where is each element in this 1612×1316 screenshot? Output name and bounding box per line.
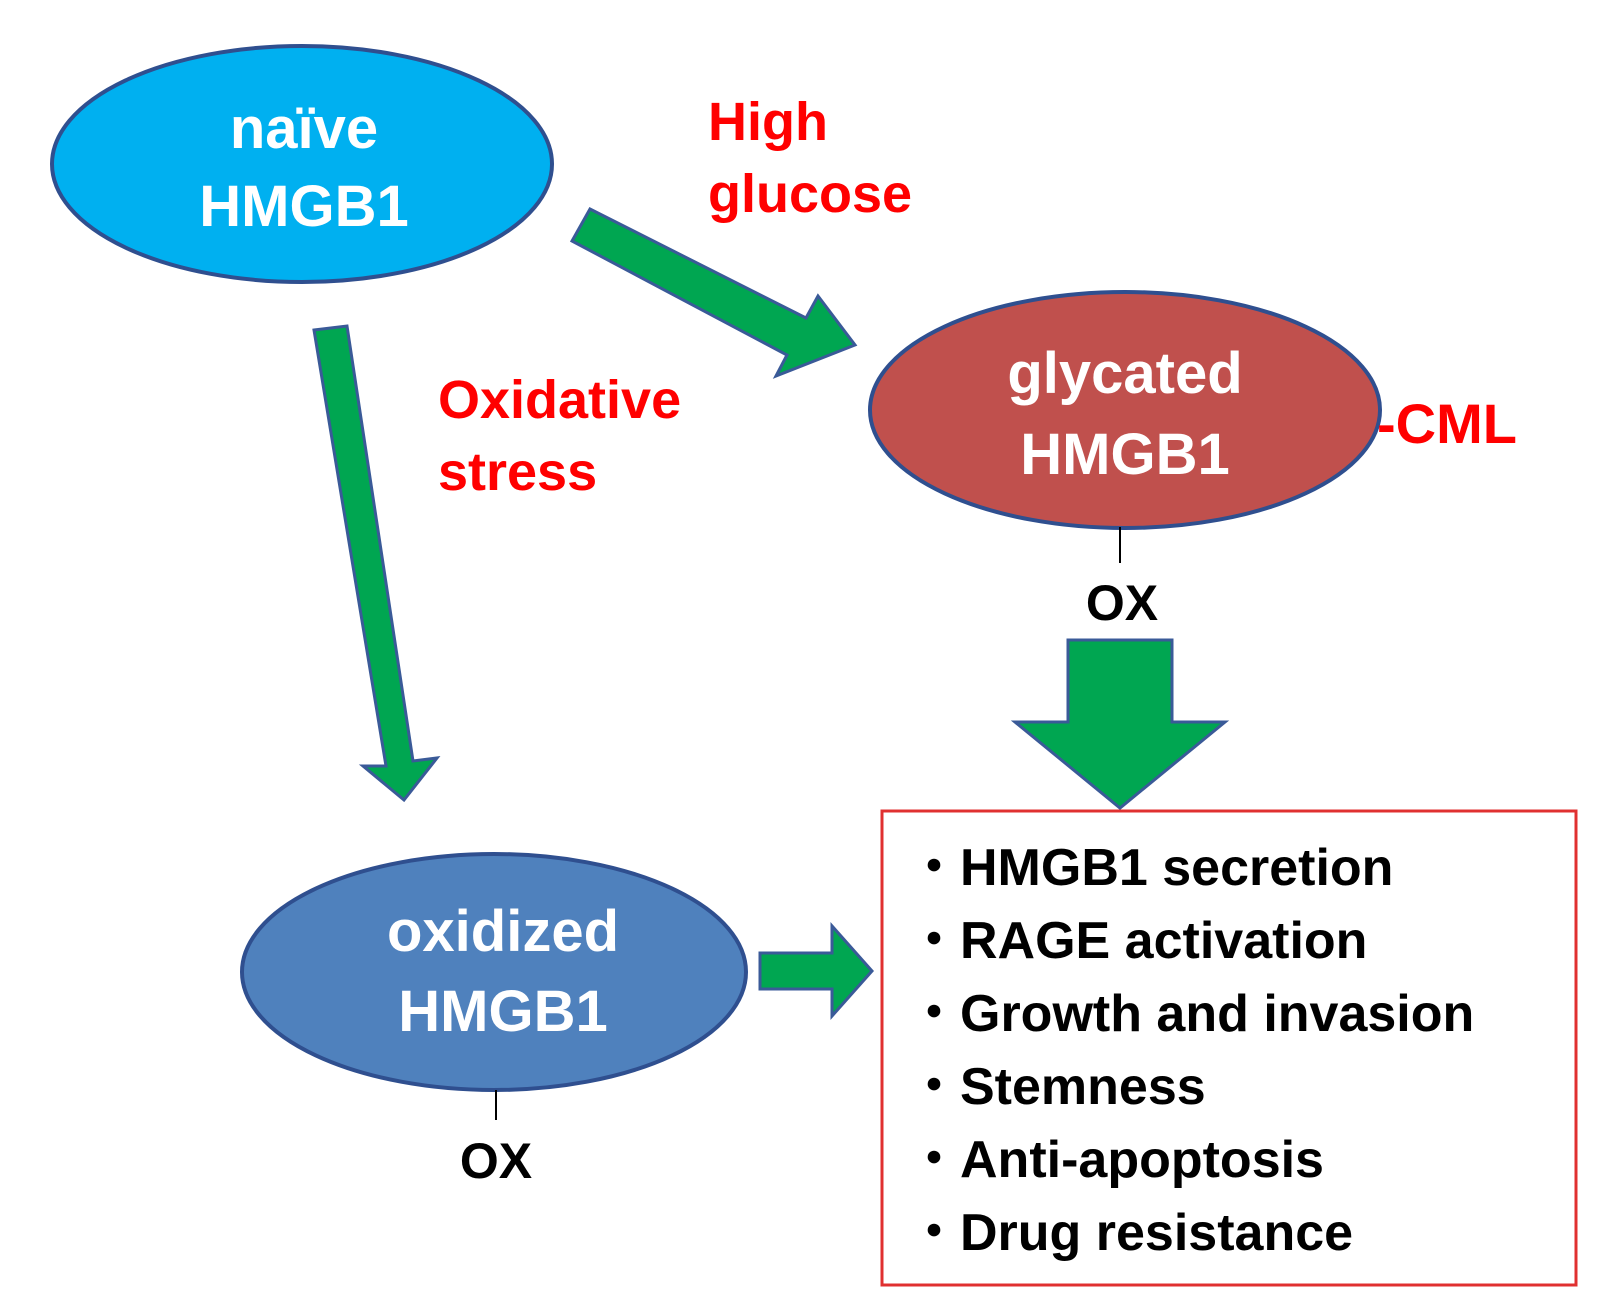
effect-item: ・Anti-apoptosis (908, 1131, 1324, 1189)
naive-line2: HMGB1 (199, 174, 408, 239)
high-glucose-line2: glucose (708, 164, 912, 224)
glycated-line2: HMGB1 (1020, 422, 1229, 487)
oxidized-line1: oxidized (387, 899, 619, 964)
effect-item: ・Stemness (908, 1058, 1206, 1116)
effect-item: ・RAGE activation (908, 912, 1367, 970)
arrow-naive-to-oxidized (312, 324, 441, 803)
cml-tag: -CML (1377, 392, 1517, 455)
effect-item: ・HMGB1 secretion (908, 839, 1393, 897)
glycated-line1: glycated (1007, 341, 1242, 406)
effect-item: ・Drug resistance (908, 1204, 1353, 1262)
effect-item: ・Growth and invasion (908, 985, 1474, 1043)
arrow-glycated-to-effects (1010, 638, 1230, 810)
high-glucose-line1: High (708, 92, 828, 152)
effects-box (880, 809, 1578, 1287)
node-oxidized-hmgb1: oxidized HMGB1 (240, 852, 748, 1092)
oxidized-ox-label: OX (460, 1133, 532, 1189)
effects-list: ・HMGB1 secretion ・RAGE activation ・Growt… (908, 839, 1474, 1262)
oxidized-line2: HMGB1 (398, 979, 607, 1044)
oxidative-stress-line2: stress (438, 442, 597, 502)
node-glycated-hmgb1: glycated HMGB1 (868, 290, 1382, 530)
glycated-ox-label: OX (1086, 575, 1158, 631)
oxidative-stress-line1: Oxidative (438, 370, 681, 430)
node-naive-hmgb1: naïve HMGB1 (50, 44, 554, 284)
naive-line1: naïve (230, 96, 378, 161)
arrow-naive-to-glycated (569, 207, 858, 379)
arrow-oxidized-to-effects (758, 922, 875, 1020)
